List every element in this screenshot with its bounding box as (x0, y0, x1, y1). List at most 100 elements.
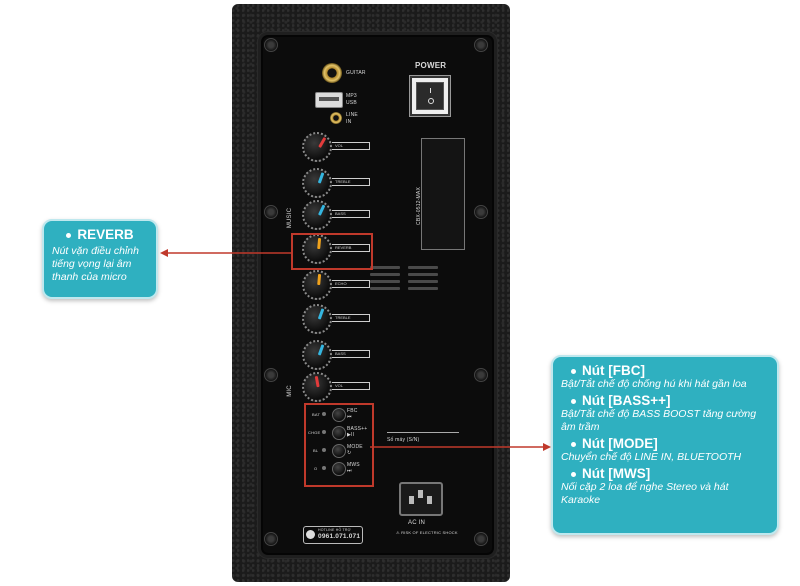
serial-label: Số máy (S/N) (387, 437, 420, 443)
bullet (66, 232, 72, 238)
reverb-callout-title: REVERB (52, 227, 148, 242)
usb-port[interactable] (315, 92, 343, 108)
power-rocker[interactable] (416, 82, 444, 110)
hotline-badge: HOTLINE HỖ TRỢ 0961.071.071 (303, 526, 363, 544)
mode-label: MODE (347, 444, 363, 450)
line-label: LINE (346, 112, 358, 118)
bullet (571, 398, 576, 404)
led-label: BAT (312, 412, 321, 417)
reverb-title-text: REVERB (77, 227, 134, 242)
mws-callout-title: Nút [MWS] (561, 466, 769, 481)
mws-callout-desc: Nối cặp 2 loa để nghe Stereo và hát Kara… (561, 481, 729, 506)
screw (474, 205, 488, 219)
hotline-label: HOTLINE HỖ TRỢ (318, 528, 351, 532)
screw (264, 368, 278, 382)
in-label: IN (346, 119, 352, 125)
vent-slot (370, 280, 400, 283)
vent-slot (370, 273, 400, 276)
mws-sub: ⏭ (347, 468, 352, 474)
reverb-callout: REVERB Nút vặn điều chỉnh tiếng vọng lại… (42, 219, 158, 299)
fbc-callout-desc: Bật/Tắt chế độ chống hú khi hát gần loa (561, 378, 747, 390)
bass-callout-title: Nút [BASS++] (561, 393, 769, 408)
bullet (571, 441, 576, 447)
guitar-label: GUITAR (346, 70, 366, 76)
screw (474, 368, 488, 382)
mp3-label: MP3 (346, 93, 357, 99)
bass-boost-button[interactable] (332, 426, 346, 440)
ac-label: AC IN (408, 520, 426, 526)
mode-sub: ↻ (347, 450, 352, 456)
vent-slot (370, 287, 400, 290)
fbc-callout-title: Nút [FBC] (561, 363, 769, 378)
model-text: CBX-0512-MAX (415, 187, 422, 225)
ac-pin (427, 496, 432, 504)
mic-bass-knob[interactable] (302, 340, 332, 370)
mode-button[interactable] (332, 444, 346, 458)
vent-slot (408, 273, 438, 276)
bass-callout-desc: Bật/Tắt chế độ BASS BOOST tăng cường âm … (561, 408, 757, 433)
vent-slot (370, 266, 400, 269)
mode-callout-desc: Chuyển chế độ LINE IN, BLUETOOTH (561, 451, 742, 463)
usb-label: USB (346, 100, 357, 106)
chge-led (322, 430, 326, 434)
mws-title-text: Nút [MWS] (582, 466, 651, 481)
buttons-arrowhead (543, 443, 551, 451)
knob-indicator (317, 273, 322, 286)
led-label: CHGE (308, 430, 321, 435)
ac-pin (409, 496, 414, 504)
mic-treble-knob[interactable] (302, 304, 332, 334)
hotline-number: 0961.071.071 (318, 533, 361, 540)
screw (474, 38, 488, 52)
screw (264, 532, 278, 546)
bass-title-text: Nút [BASS++] (582, 393, 671, 408)
model-sticker: CBX-0512-MAX (416, 138, 465, 250)
buttons-callout: Nút [FBC] Bật/Tắt chế độ chống hú khi há… (551, 355, 779, 535)
knob-label: TREBLE (332, 314, 370, 322)
reverb-arrowhead (160, 249, 168, 257)
music-treble-knob[interactable] (302, 168, 332, 198)
echo-knob[interactable] (302, 270, 332, 300)
reverb-knob[interactable] (302, 234, 332, 264)
ac-inlet[interactable] (399, 482, 443, 516)
power-switch[interactable] (410, 76, 450, 116)
power-on-mark (430, 88, 431, 94)
vent-slot (408, 287, 438, 290)
ac-warning: ⚠ RISK OF ELECTRIC SHOCK (396, 530, 458, 535)
mic-volume-knob[interactable] (302, 372, 332, 402)
knob-label: VOL (332, 142, 370, 150)
mws-button[interactable] (332, 462, 346, 476)
knob-indicator (317, 344, 325, 356)
knob-indicator (317, 204, 326, 216)
knob-label: BASS (332, 210, 370, 218)
music-bass-knob[interactable] (302, 200, 332, 230)
mode-title-text: Nút [MODE] (582, 436, 658, 451)
fbc-button[interactable] (332, 408, 346, 422)
knob-label: REVERB (332, 244, 370, 252)
reverb-callout-desc: Nút vặn điều chỉnh tiếng vọng lại âm tha… (52, 245, 139, 283)
bl-led (322, 448, 326, 452)
reverb-highlight (291, 233, 373, 270)
bass-boost-label: BASS++ (347, 426, 368, 432)
fbc-sub: ⏮ (347, 414, 352, 420)
knob-indicator (314, 375, 320, 388)
ac-pin (418, 490, 423, 498)
knob-label: ECHO (332, 280, 370, 288)
music-section-label: MUSIC (287, 207, 294, 229)
fbc-label: FBC (347, 408, 358, 414)
serial-line (387, 432, 459, 433)
guitar-jack[interactable] (322, 63, 342, 83)
line-in-jack[interactable] (330, 112, 342, 124)
vent-slot (408, 266, 438, 269)
knob-label: BASS (332, 350, 370, 358)
buttons-highlight (304, 403, 374, 487)
music-volume-knob[interactable] (302, 132, 332, 162)
knob-indicator (318, 136, 327, 149)
knob-label: VOL (332, 382, 370, 390)
mws-label: MWS (347, 462, 360, 468)
knob-indicator (317, 308, 325, 320)
led-label: O (314, 466, 318, 471)
mode-callout-title: Nút [MODE] (561, 436, 769, 451)
led-label: BL (313, 448, 319, 453)
phone-icon (306, 530, 315, 539)
mic-section-label: MIC (286, 385, 293, 397)
